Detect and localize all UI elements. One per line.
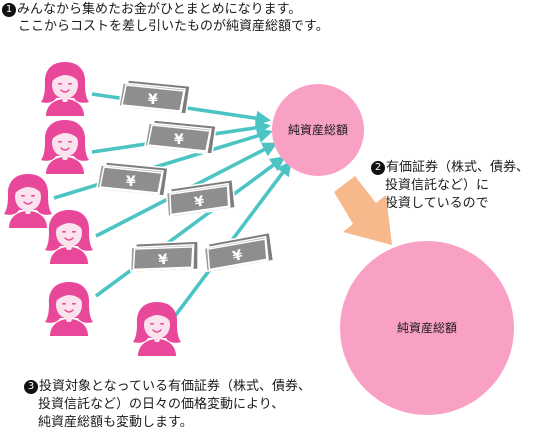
step3-text-line3: 純資産総額も変動します。	[38, 415, 193, 431]
svg-text:¥: ¥	[157, 251, 169, 268]
step3-line1: 投資対象となっている有価証券（株式、債券、	[39, 379, 311, 394]
step3-line2: 投資信託など）の日々の価格変動により、	[38, 397, 285, 412]
svg-text:¥: ¥	[174, 132, 184, 148]
inflow-arrow	[94, 156, 286, 298]
yen-bill-bundle: ¥	[96, 162, 168, 196]
svg-text:¥: ¥	[193, 193, 207, 211]
step2-line3: 投資しているので	[385, 196, 489, 211]
svg-text:¥: ¥	[126, 174, 136, 190]
person-icon	[40, 119, 90, 174]
net-assets-circle-small	[272, 84, 364, 176]
step3-text-line2: 投資信託など）の日々の価格変動により、	[38, 397, 284, 413]
person-icon	[44, 281, 94, 336]
person-icon	[132, 301, 182, 356]
yen-bill-bundle: ¥	[144, 120, 216, 154]
growth-arrow	[334, 176, 392, 245]
yen-bill-bundle: ¥	[161, 173, 240, 225]
step2-number-badge: 2	[371, 161, 385, 175]
step3-line3: 純資産総額も変動します。	[38, 415, 193, 430]
step1-text-line2: ここからコストを差し引いたものが純資産総額です。	[18, 19, 329, 35]
net-assets-circle-large	[340, 241, 514, 415]
step2-line1: 有価証券（株式、債券、	[386, 160, 530, 175]
svg-text:¥: ¥	[231, 247, 245, 265]
step2-text-line3: 投資しているので	[385, 196, 489, 212]
net-assets-label-small: 純資産総額	[288, 122, 348, 137]
step2-text-line2: 投資信託など）に	[385, 178, 489, 194]
yen-bill-bundle: ¥	[126, 235, 203, 279]
step2-line2: 投資信託など）に	[385, 178, 490, 193]
net-assets-label-large: 純資産総額	[397, 320, 457, 335]
yen-bill-bundle: ¥	[118, 80, 190, 114]
svg-text:¥: ¥	[148, 92, 158, 108]
inflow-arrow	[53, 128, 273, 200]
step1-line2: ここからコストを差し引いたものが純資産総額です。	[18, 19, 329, 34]
person-icon	[40, 61, 90, 116]
person-icon	[44, 209, 94, 264]
money-bundles: ¥ ¥ ¥ ¥ ¥ ¥	[96, 80, 278, 280]
step1-number-badge: 1	[2, 3, 16, 17]
yen-bill-bundle: ¥	[198, 226, 278, 280]
step3-number-badge: 3	[24, 380, 38, 394]
person-icon	[3, 173, 53, 228]
step1-line1: みんなから集めたお金がひとまとめになります。	[17, 2, 302, 17]
